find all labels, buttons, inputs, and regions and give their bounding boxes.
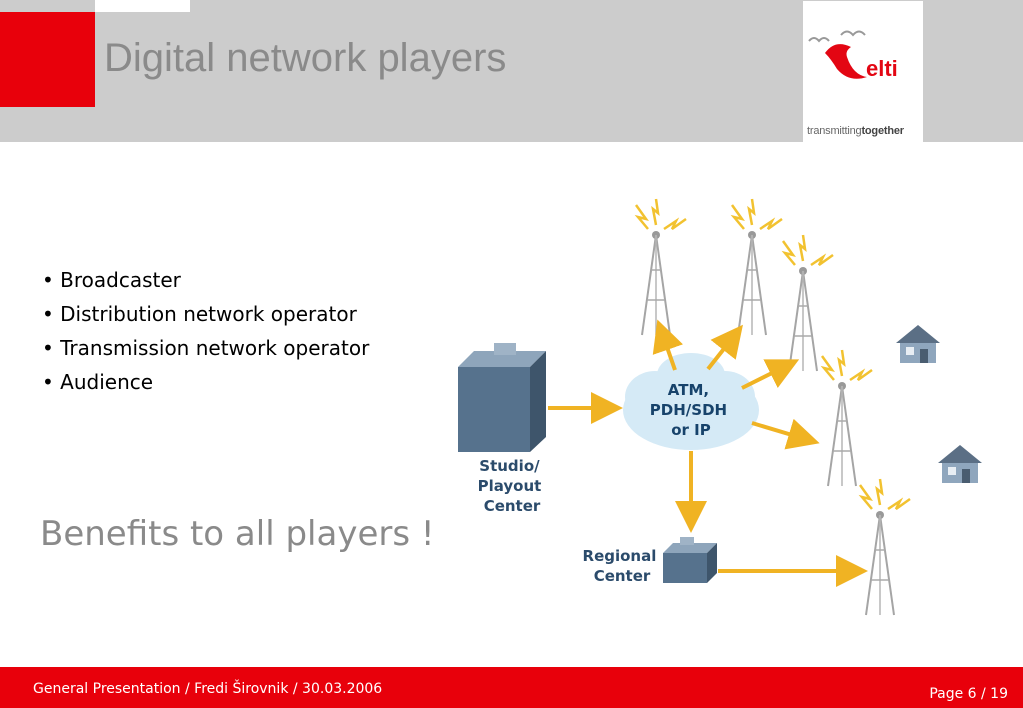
house-icon xyxy=(896,325,940,363)
studio-label: Studio/ Playout Center xyxy=(478,456,547,515)
bullet-item: • Distribution network operator xyxy=(42,302,357,326)
slide-header: Digital network players elti transmittin… xyxy=(0,0,1023,142)
slide-footer: General Presentation / Fredi Širovnik / … xyxy=(0,667,1023,708)
transmitter-tower-icon xyxy=(820,348,874,488)
transmitter-tower-icon xyxy=(730,197,784,337)
regional-label: Regional Center xyxy=(583,546,662,585)
studio-label-line: Center xyxy=(484,497,541,515)
transmitter-tower-icon xyxy=(858,477,912,617)
logo-tagline-bold: together xyxy=(861,125,904,137)
benefits-statement: Benefits to all players ! xyxy=(40,514,435,554)
network-diagram: ATM, PDH/SDH or IP Studio/ Playout Cente… xyxy=(458,197,982,617)
bullet-item: • Audience xyxy=(42,370,154,394)
cloud-label-line: PDH/SDH xyxy=(650,401,727,419)
logo-tagline-light: transmitting xyxy=(807,125,862,137)
studio-label-line: Playout xyxy=(478,477,542,495)
regional-building-icon xyxy=(663,537,717,583)
slide-title: Digital network players xyxy=(104,36,507,80)
transmitter-tower-icon xyxy=(634,197,688,337)
footer-info: General Presentation / Fredi Širovnik / … xyxy=(33,681,383,697)
transmitter-tower-icon xyxy=(781,233,835,373)
bird-logo-icon xyxy=(808,30,867,79)
connection-arrows xyxy=(548,319,868,587)
cloud-label-line: or IP xyxy=(671,421,711,439)
regional-label-line: Regional xyxy=(583,547,657,565)
bullet-item: • Broadcaster xyxy=(42,268,181,292)
bullet-item: • Transmission network operator xyxy=(42,336,370,360)
page-number: Page 6 / 19 xyxy=(929,686,1008,702)
header-white-tab xyxy=(95,0,190,12)
logo-tagline: transmittingtogether xyxy=(807,125,904,137)
bullet-list: • Broadcaster • Distribution network ope… xyxy=(42,266,369,402)
cloud-label-line: ATM, xyxy=(668,381,709,399)
house-icon xyxy=(938,445,982,483)
studio-building-icon xyxy=(458,343,546,452)
regional-label-line: Center xyxy=(594,567,651,585)
logo-wordmark: elti xyxy=(866,56,898,81)
header-red-block xyxy=(0,12,95,107)
cloud-label: ATM, PDH/SDH or IP xyxy=(650,380,732,439)
studio-label-line: Studio/ xyxy=(479,457,540,475)
company-logo: elti transmittingtogether xyxy=(803,1,923,142)
